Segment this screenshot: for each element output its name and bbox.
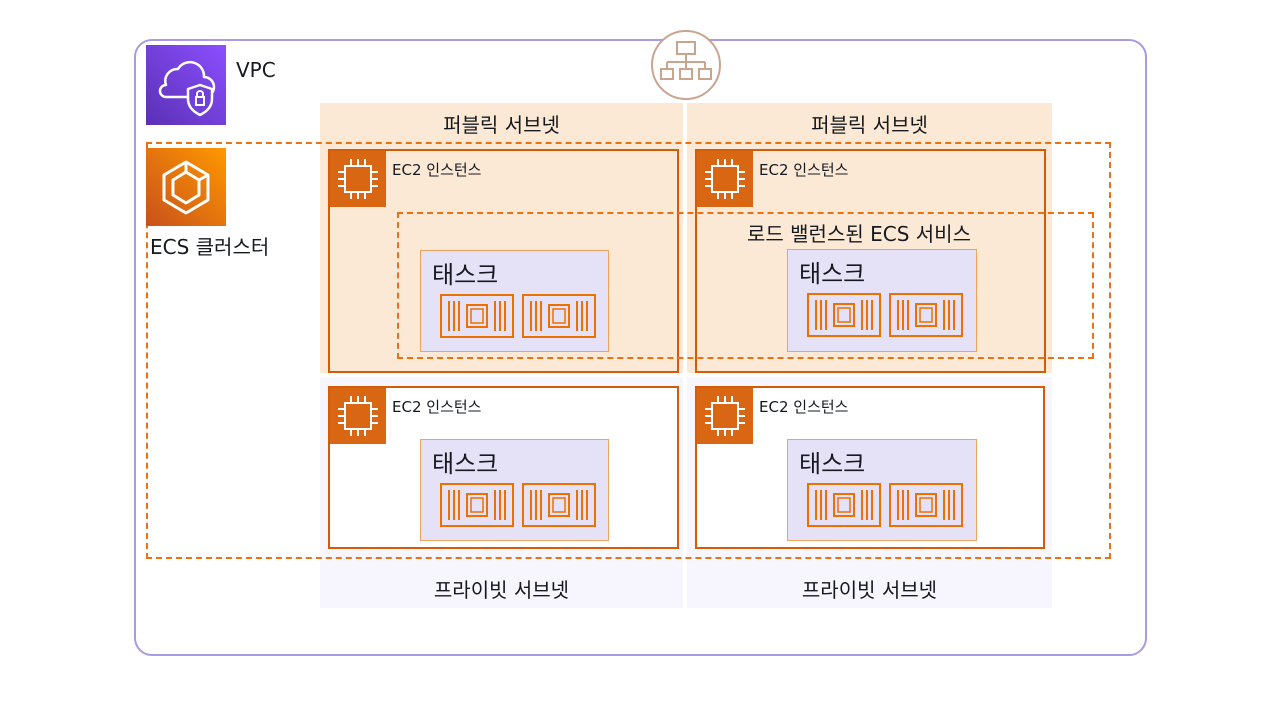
router-icon [651, 30, 721, 100]
container-icon [889, 293, 963, 337]
ec2-chip-icon [697, 151, 753, 207]
ec2-instance-label: EC2 인스턴스 [392, 398, 482, 416]
ec2-instance-label: EC2 인스턴스 [392, 161, 482, 179]
ecs-cluster-boundary [146, 142, 1111, 559]
ecs-cluster-label: ECS 클러스터 [150, 235, 270, 259]
ecs-icon [146, 148, 226, 226]
task-label: 태스크 [799, 450, 866, 478]
ecs-service-label: 로드 밸런스된 ECS 서비스 [747, 222, 971, 246]
private-subnet-label: 프라이빗 서브넷 [801, 578, 938, 602]
ec2-instance: EC2 인스턴스 [328, 149, 679, 373]
vpc-boundary [134, 39, 1147, 656]
container-icon [807, 293, 881, 337]
container-icon [807, 483, 881, 527]
container-icon [440, 294, 514, 338]
ec2-chip-icon [697, 388, 753, 444]
container-icon [522, 294, 596, 338]
task: 태스크 [420, 439, 609, 541]
task: 태스크 [787, 439, 977, 541]
task: 태스크 [420, 250, 609, 352]
private-subnet-label: 프라이빗 서브넷 [433, 578, 570, 602]
task-label: 태스크 [432, 261, 499, 289]
container-icon [889, 483, 963, 527]
ec2-chip-icon [330, 151, 386, 207]
ecs-service-boundary [397, 212, 1094, 359]
ec2-instance-label: EC2 인스턴스 [759, 398, 849, 416]
ec2-instance: EC2 인스턴스 [695, 149, 1046, 373]
container-icon [440, 483, 514, 527]
ec2-chip-icon [330, 388, 386, 444]
task-label: 태스크 [799, 260, 866, 288]
vpc-icon [146, 45, 226, 125]
task: 태스크 [787, 249, 977, 352]
public-subnet-label: 퍼블릭 서브넷 [443, 113, 560, 137]
container-icon [522, 483, 596, 527]
ec2-instance-label: EC2 인스턴스 [759, 161, 849, 179]
vpc-label: VPC [236, 58, 276, 82]
task-label: 태스크 [432, 450, 499, 478]
public-subnet-label: 퍼블릭 서브넷 [811, 113, 928, 137]
